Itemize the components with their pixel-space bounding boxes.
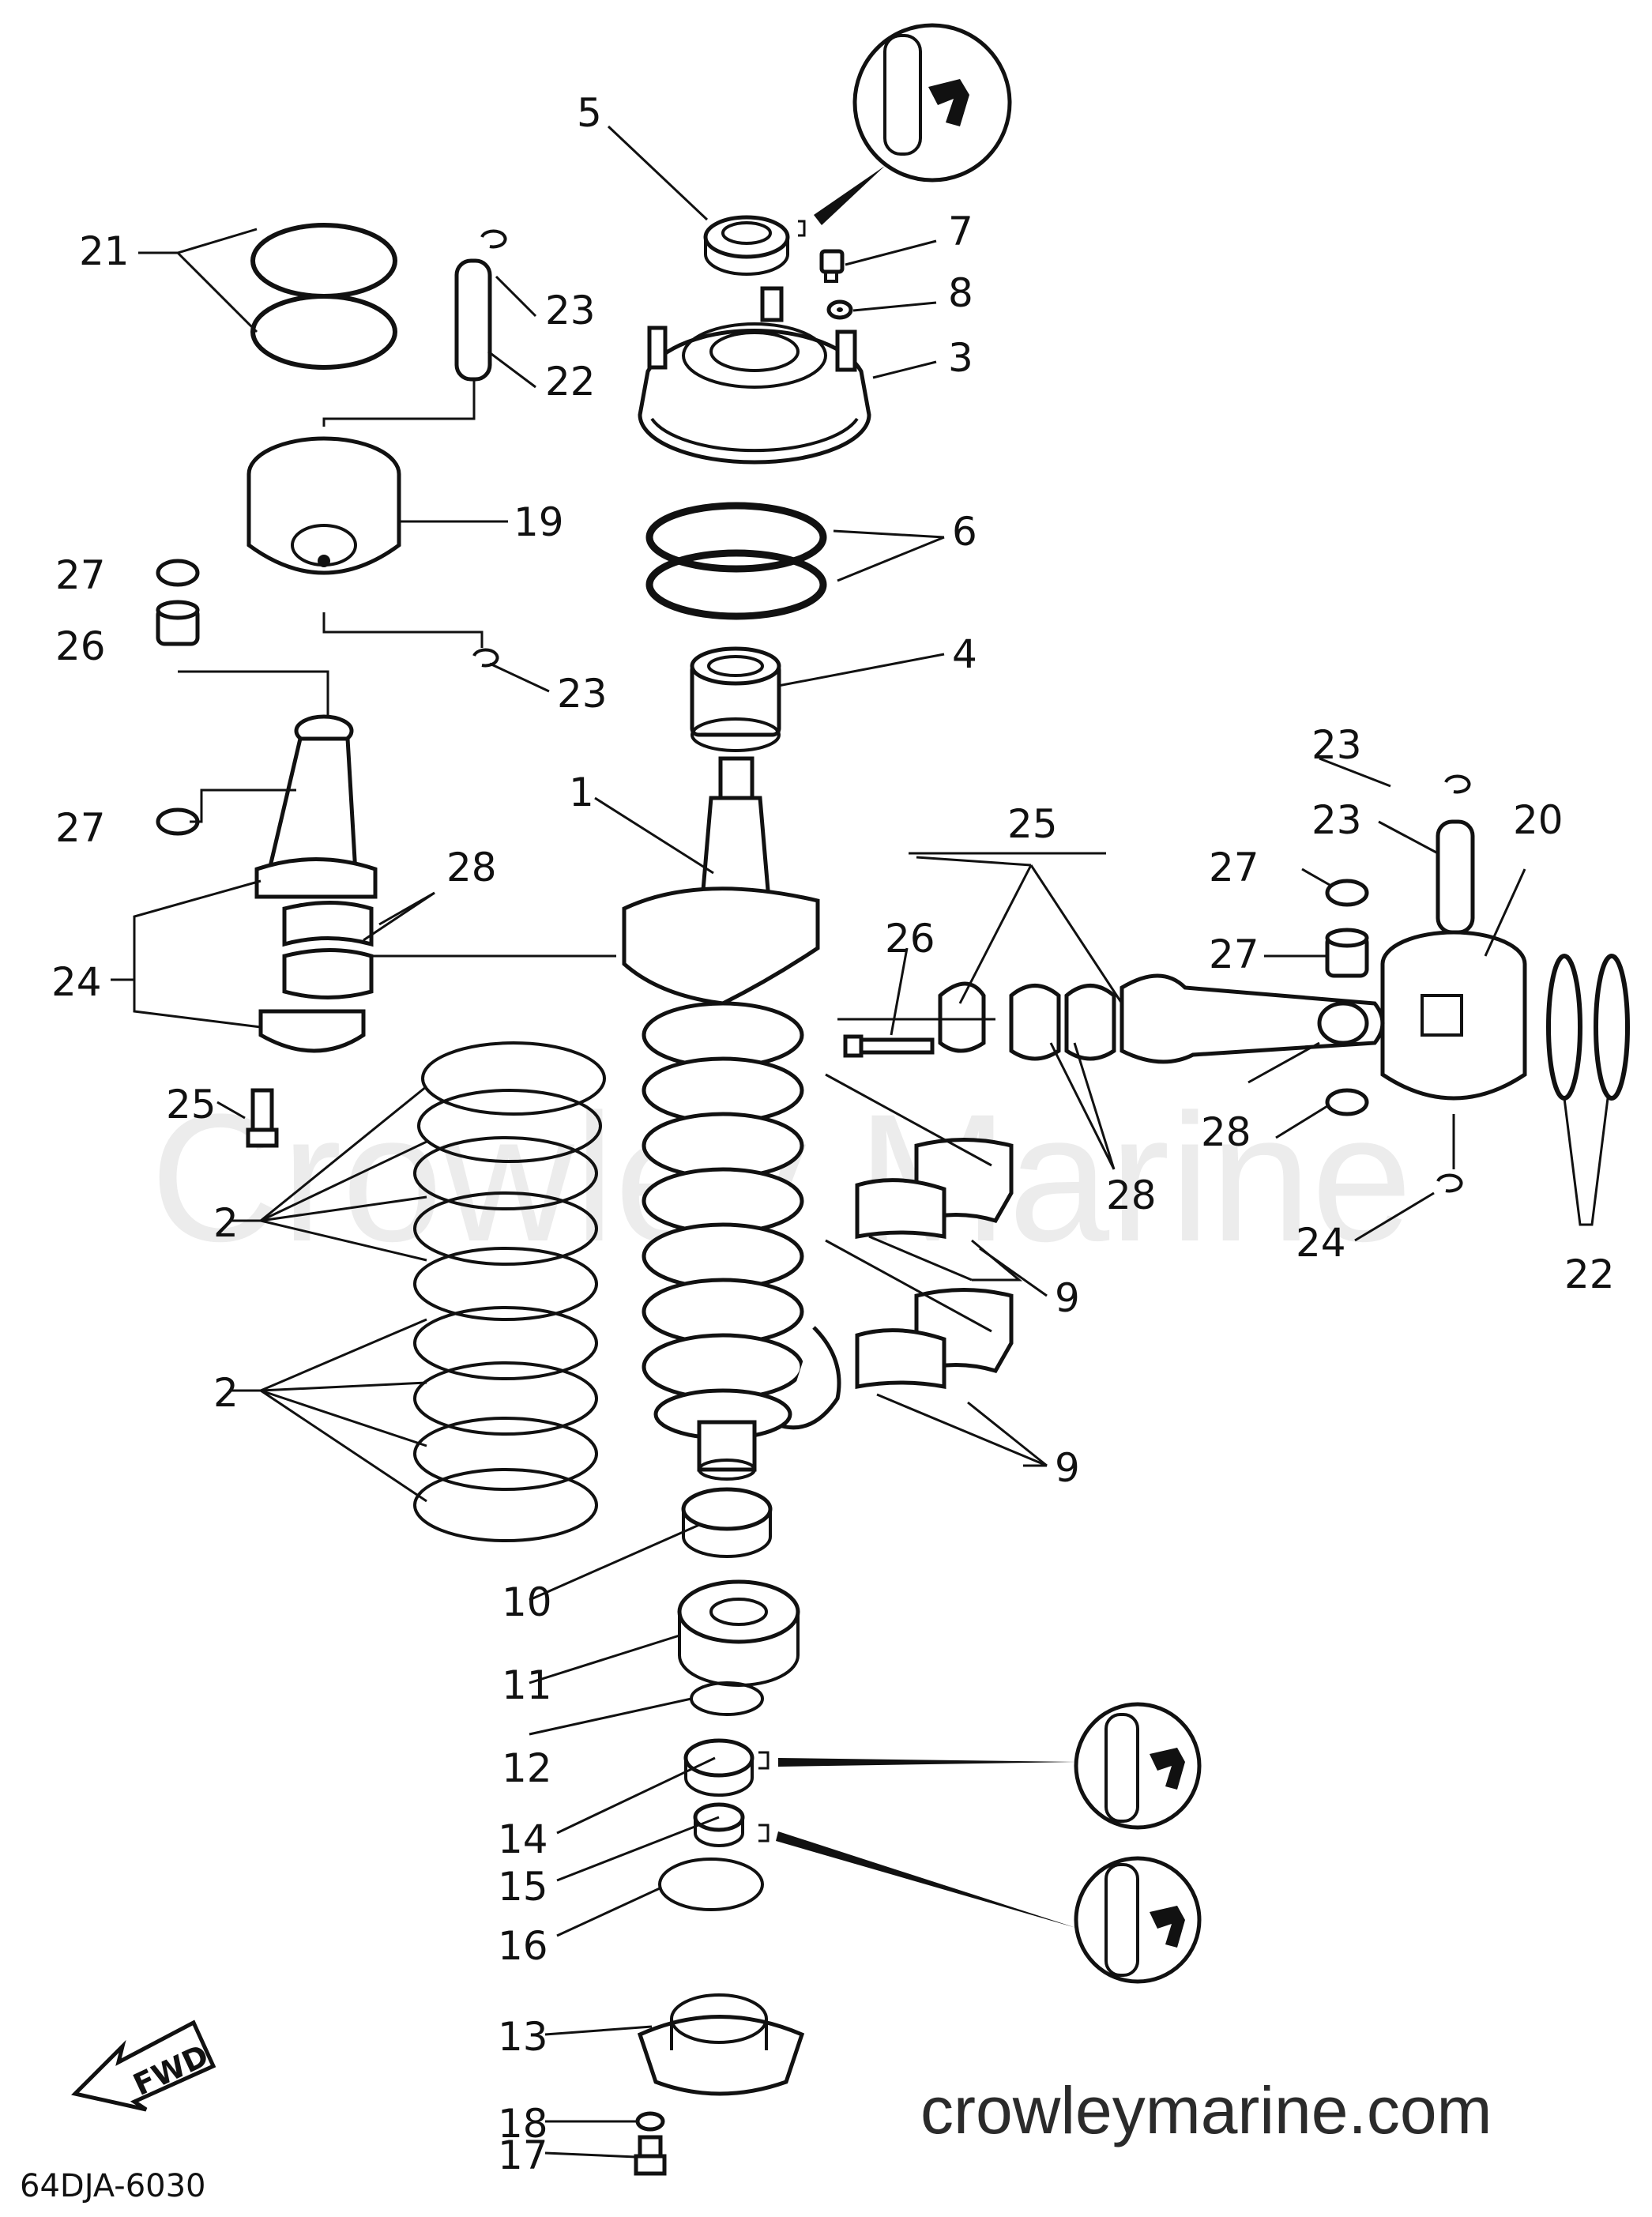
washer-8 bbox=[826, 299, 853, 320]
label-24-a: 24 bbox=[51, 959, 102, 1005]
label-22-a: 22 bbox=[545, 359, 596, 405]
label-2-b: 2 bbox=[213, 1370, 239, 1416]
label-10: 10 bbox=[502, 1579, 552, 1625]
crank-seal-rings-2 bbox=[413, 1041, 606, 1542]
bolt-25-right bbox=[843, 1034, 935, 1058]
collar-10 bbox=[681, 1487, 773, 1558]
label-27-b: 27 bbox=[55, 805, 106, 851]
label-23-d: 24 bbox=[1296, 1220, 1346, 1266]
label-25-b: 26 bbox=[885, 916, 935, 962]
bolt-17 bbox=[634, 2135, 667, 2176]
needle-bearing-28-left bbox=[282, 901, 374, 999]
circlip-12 bbox=[690, 1681, 764, 1716]
label-11: 11 bbox=[502, 1662, 552, 1708]
label-27-c: 27 bbox=[1209, 845, 1259, 890]
circlip-23-b bbox=[472, 648, 499, 668]
label-27-d: 28 bbox=[1201, 1109, 1251, 1155]
label-23-a: 23 bbox=[545, 288, 596, 333]
bearing-housing-3 bbox=[638, 286, 871, 465]
label-9-b: 9 bbox=[1055, 1445, 1080, 1491]
piston-20 bbox=[1380, 930, 1527, 1101]
piston-pin-22-b bbox=[1436, 819, 1475, 935]
washer-27-c bbox=[1325, 879, 1369, 907]
part-labels: 5 7 8 3 6 4 1 21 23 22 19 27 26 23 27 28… bbox=[51, 90, 1615, 2178]
label-21-left: 21 bbox=[79, 228, 130, 274]
main-bearing-9-lower bbox=[855, 1288, 1014, 1389]
oil-seal-15 bbox=[693, 1802, 745, 1847]
label-23-b: 23 bbox=[557, 671, 608, 717]
washer-27-d bbox=[1325, 1088, 1369, 1116]
fwd-arrow-icon: FWD bbox=[71, 2019, 216, 2112]
circlip-23-c bbox=[1444, 774, 1471, 794]
label-28-b: 28 bbox=[1106, 1172, 1157, 1218]
circlip-23-d bbox=[1436, 1173, 1463, 1193]
label-14: 14 bbox=[498, 1816, 548, 1862]
label-3: 3 bbox=[948, 335, 973, 381]
label-12: 12 bbox=[502, 1745, 552, 1791]
needle-bearing-4 bbox=[690, 646, 781, 752]
small-end-bearing-26-b bbox=[1325, 928, 1369, 978]
oil-seal-5 bbox=[703, 215, 790, 276]
piston-19 bbox=[246, 436, 401, 575]
label-27-a: 27 bbox=[55, 552, 106, 598]
label-20: 20 bbox=[1513, 797, 1564, 843]
circlip-23-a bbox=[480, 229, 507, 249]
label-26-a: 26 bbox=[55, 623, 106, 669]
o-rings-6 bbox=[645, 502, 827, 620]
label-26-b: 27 bbox=[1209, 932, 1259, 977]
bolt-7 bbox=[819, 249, 845, 283]
label-15: 15 bbox=[498, 1864, 548, 1910]
label-4: 4 bbox=[952, 631, 977, 677]
label-22-b: 23 bbox=[1311, 797, 1362, 843]
label-23-c: 23 bbox=[1311, 722, 1362, 768]
grease-detail-top bbox=[814, 23, 1012, 225]
label-21-right: 22 bbox=[1564, 1252, 1615, 1297]
diagram-code: 64DJA-6030 bbox=[20, 2168, 206, 2204]
piston-rings-21-left bbox=[250, 223, 397, 370]
label-7: 7 bbox=[948, 209, 973, 254]
rod-cap-right bbox=[938, 981, 986, 1053]
label-16: 16 bbox=[498, 1923, 548, 1969]
ball-bearing-11 bbox=[677, 1579, 800, 1687]
label-19: 19 bbox=[514, 499, 564, 545]
rod-cap-left bbox=[258, 1009, 366, 1053]
bolt-25-left bbox=[246, 1088, 279, 1148]
label-13: 13 bbox=[498, 2014, 548, 2060]
label-18: 18 bbox=[498, 2101, 548, 2147]
leader-lines bbox=[111, 125, 1526, 2159]
grease-detail-bottom bbox=[776, 1831, 1202, 1984]
label-6: 6 bbox=[952, 509, 977, 555]
connecting-rod-right bbox=[1120, 973, 1385, 1064]
label-28-a: 28 bbox=[446, 845, 497, 890]
website-label: crowleymarine.com bbox=[920, 2073, 1492, 2147]
connecting-rod-left bbox=[254, 714, 378, 899]
label-2-a: 2 bbox=[213, 1200, 239, 1246]
label-5: 5 bbox=[577, 90, 602, 136]
o-ring-16 bbox=[658, 1858, 764, 1911]
label-8: 8 bbox=[948, 270, 973, 316]
label-25-a: 25 bbox=[166, 1082, 216, 1127]
piston-rings-21-right bbox=[1546, 954, 1630, 1101]
label-17: 17 bbox=[498, 2132, 548, 2178]
label-1: 1 bbox=[569, 770, 594, 815]
washer-18 bbox=[635, 2111, 665, 2132]
piston-pin-22-a bbox=[454, 258, 492, 382]
crankshaft-1 bbox=[622, 756, 841, 1481]
bearing-cover-13 bbox=[637, 1993, 805, 2096]
grease-detail-mid bbox=[778, 1702, 1202, 1830]
label-24-b: 25 bbox=[1007, 801, 1058, 847]
washer-27-a bbox=[156, 559, 200, 587]
needle-bearing-28-right bbox=[1009, 984, 1116, 1061]
oil-seal-14 bbox=[683, 1738, 755, 1797]
label-9-a: 9 bbox=[1055, 1275, 1080, 1321]
small-end-bearing-26-a bbox=[156, 600, 200, 646]
